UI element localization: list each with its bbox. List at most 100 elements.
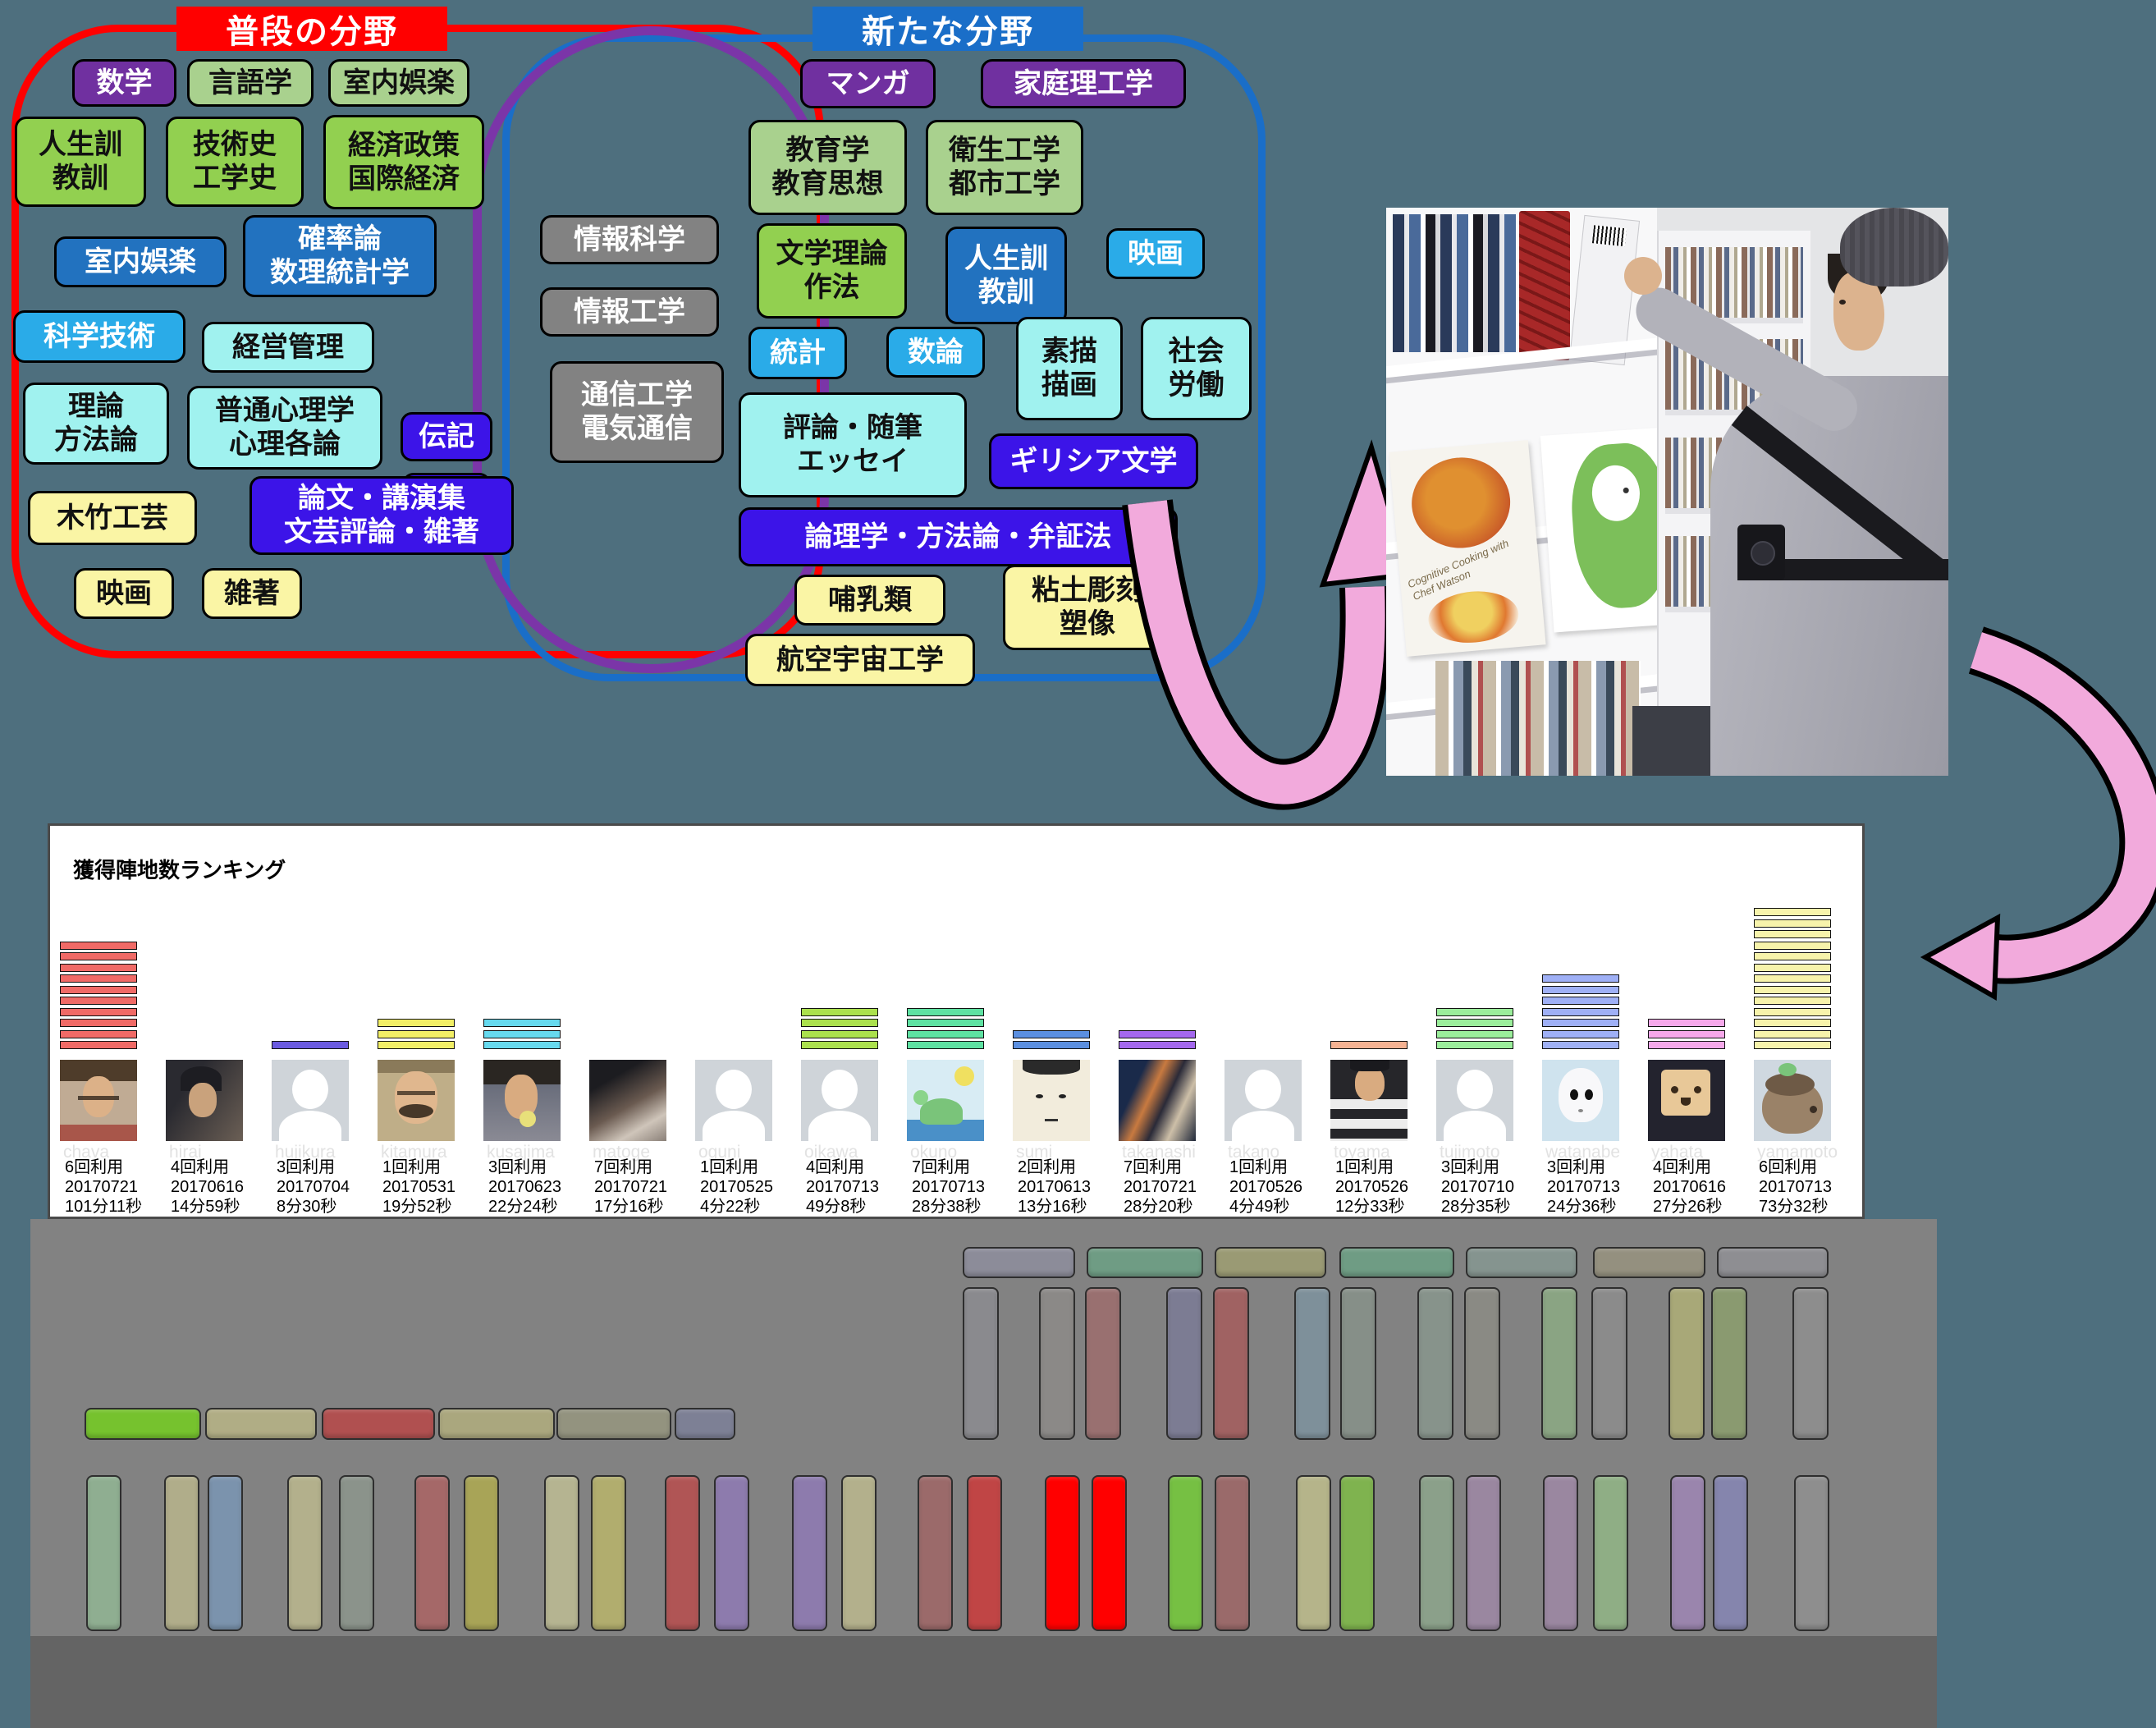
user-name: tujimoto xyxy=(1440,1143,1500,1162)
avatar-shape xyxy=(378,1060,455,1073)
territory-bar xyxy=(60,1029,137,1038)
usage-info-line: 19分52秒 xyxy=(382,1198,452,1216)
book-bottom-vertical-row xyxy=(665,1475,700,1631)
book-bottom-vertical-row xyxy=(1419,1475,1454,1631)
territory-bar xyxy=(60,1019,137,1027)
book-upper-vertical-row xyxy=(1792,1287,1829,1440)
territory-bar xyxy=(1754,963,1831,972)
book-upper-vertical-row xyxy=(1039,1287,1075,1440)
venn-category-label: 普通心理学 xyxy=(215,395,355,427)
venn-category-box: 確率論数理統計学 xyxy=(243,215,437,297)
territory-bar xyxy=(60,974,137,983)
venn-category-label: 伝記 xyxy=(419,420,474,452)
user-avatar-photo-snack xyxy=(483,1060,561,1141)
territory-bar xyxy=(1754,952,1831,960)
usage-info-line: 28分35秒 xyxy=(1441,1198,1511,1216)
venn-category-label: 教訓 xyxy=(53,163,108,194)
photo-person-eye xyxy=(1839,300,1846,305)
venn-category-label: 粘土彫刻 xyxy=(1032,575,1143,607)
photo-lower-shelf-books xyxy=(1435,661,1641,776)
user-avatar-silhouette xyxy=(272,1060,349,1141)
bookshelf-visualization xyxy=(30,1219,1937,1728)
venn-category-label: ギリシア文学 xyxy=(1009,445,1178,477)
venn-category-box: 科学技術 xyxy=(13,310,185,363)
arrow-venn-to-photo xyxy=(1122,439,1412,810)
avatar-shape xyxy=(1810,1106,1817,1113)
territory-bar xyxy=(1436,1029,1513,1038)
venn-category-label: 労働 xyxy=(1168,369,1224,401)
book-top-lying-row xyxy=(1717,1247,1829,1278)
usage-info-line: 27分26秒 xyxy=(1653,1198,1723,1216)
bookshelf-bottom-strip xyxy=(30,1636,1937,1728)
venn-category-label: 航空宇宙工学 xyxy=(776,644,944,676)
venn-category-label: 確率論 xyxy=(298,223,382,255)
book-bottom-vertical-row xyxy=(208,1475,243,1631)
book-bottom-vertical-row xyxy=(1339,1475,1375,1631)
user-avatar-pixel-turtle xyxy=(907,1060,984,1141)
user-name: chava xyxy=(63,1143,110,1162)
user-name: hujikura xyxy=(275,1143,336,1162)
territory-bar xyxy=(378,1019,455,1027)
avatar-shape xyxy=(954,1066,974,1086)
venn-category-label: 通信工学 xyxy=(581,379,693,411)
venn-category-box: 論文・講演集文芸評論・雑著 xyxy=(249,476,514,555)
avatar-shape xyxy=(189,1083,217,1117)
usage-info-line: 20170525 xyxy=(700,1178,773,1196)
venn-category-label: 教訓 xyxy=(978,276,1034,308)
avatar-shape xyxy=(1570,1089,1578,1100)
venn-category-label: 哺乳類 xyxy=(828,584,912,616)
usage-info-line: 22分24秒 xyxy=(488,1198,558,1216)
territory-bar xyxy=(60,1007,137,1016)
territory-bar xyxy=(1436,1019,1513,1027)
avatar-shape xyxy=(279,1111,341,1141)
venn-category-label: 木竹工芸 xyxy=(57,502,168,534)
new-fields-header: 新たな分野 xyxy=(813,7,1083,51)
venn-category-box: 衛生工学都市工学 xyxy=(926,120,1083,215)
book-upper-vertical-row xyxy=(1417,1287,1453,1440)
avatar-shape xyxy=(822,1070,858,1109)
territory-bar xyxy=(1648,1019,1725,1027)
book-bottom-vertical-row xyxy=(1593,1475,1628,1631)
usage-info-line: 3回利用 xyxy=(488,1158,547,1176)
book-upper-vertical-row xyxy=(1668,1287,1705,1440)
book-bottom-vertical-row xyxy=(464,1475,499,1631)
book-upper-vertical-row xyxy=(1213,1287,1249,1440)
avatar-shape xyxy=(1457,1070,1493,1109)
venn-category-box: 映画 xyxy=(74,568,174,619)
venn-diagram: 普段の分野 新たな分野 数学言語学室内娯楽人生訓教訓技術史工学史経済政策国際経済… xyxy=(0,0,1313,739)
avatar-shape xyxy=(808,1111,871,1141)
venn-category-label: 論文・講演集 xyxy=(298,483,465,515)
book-top-lying-row xyxy=(1215,1247,1326,1278)
usage-info-line: 20170713 xyxy=(912,1178,985,1196)
territory-bar xyxy=(907,1041,984,1049)
territory-bar xyxy=(801,1029,878,1038)
avatar-shape xyxy=(1444,1111,1506,1141)
usage-info-line: 4分49秒 xyxy=(1229,1198,1290,1216)
book-bottom-vertical-row xyxy=(714,1475,749,1631)
territory-bar xyxy=(483,1019,561,1027)
user-avatar-man-glasses xyxy=(60,1060,137,1141)
venn-category-box: マンガ xyxy=(800,59,936,108)
book-bottom-vertical-row xyxy=(1296,1475,1331,1631)
venn-category-label: 方法論 xyxy=(54,424,138,456)
avatar-shape xyxy=(292,1070,328,1109)
book-bottom-vertical-row xyxy=(918,1475,953,1631)
usage-info-line: 28分38秒 xyxy=(912,1198,982,1216)
venn-category-box: 論理学・方法論・弁証法 xyxy=(739,507,1178,566)
territory-bar xyxy=(272,1041,349,1049)
book-bottom-vertical-row xyxy=(1045,1475,1080,1631)
book-upper-vertical-row xyxy=(1591,1287,1627,1440)
venn-category-label: エッセイ xyxy=(797,446,909,477)
venn-category-label: 描画 xyxy=(1041,369,1097,401)
venn-category-box: 情報工学 xyxy=(540,287,719,337)
avatar-shape xyxy=(1036,1094,1043,1098)
